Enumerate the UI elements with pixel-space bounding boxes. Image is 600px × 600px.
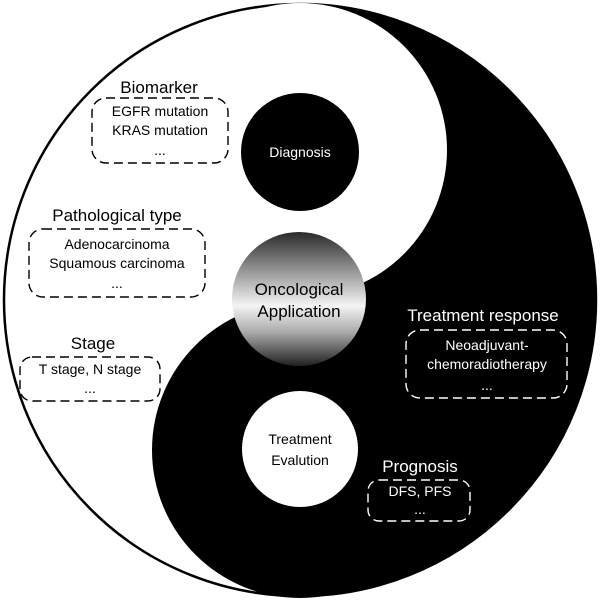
stage-item: ... (84, 380, 96, 396)
biomarker-title: Biomarker (120, 78, 198, 97)
diagnosis-node: Diagnosis (241, 93, 359, 211)
treatment-evaluation-label-line2: Evalution (271, 452, 329, 468)
pathological-type-group: Pathological type Adenocarcinoma Squamou… (28, 206, 206, 298)
biomarker-box (91, 97, 229, 164)
treatment-evaluation-node: Treatment Evalution (242, 391, 358, 507)
stage-item: T stage, N stage (39, 361, 142, 377)
stage-box (19, 356, 161, 402)
treatment-evaluation-label-line1: Treatment (268, 431, 331, 447)
center-label-line1: Oncological (255, 280, 344, 299)
treatment-response-group: Treatment response Neoadjuvant- chemorad… (405, 306, 568, 399)
biomarker-group: Biomarker EGFR mutation KRAS mutation ..… (91, 78, 229, 164)
pathological-type-box (28, 228, 206, 298)
treatment-response-item: chemoradiotherapy (427, 356, 547, 372)
biomarker-item: KRAS mutation (112, 122, 208, 138)
pathological-type-item: ... (111, 275, 123, 291)
prognosis-box (367, 479, 471, 522)
treatment-response-title: Treatment response (407, 306, 559, 325)
center-label-line2: Application (257, 302, 340, 321)
center-node: Oncological Application (232, 232, 366, 366)
center-circle (232, 232, 366, 366)
biomarker-item: ... (154, 142, 166, 158)
prognosis-item: ... (414, 501, 426, 517)
diagnosis-label: Diagnosis (269, 144, 330, 160)
stage-group: Stage T stage, N stage ... (19, 334, 161, 402)
diagnosis-circle (241, 93, 359, 211)
pathological-type-title: Pathological type (52, 206, 181, 225)
pathological-type-item: Squamous carcinoma (49, 255, 185, 271)
prognosis-item: DFS, PFS (388, 483, 451, 499)
pathological-type-item: Adenocarcinoma (64, 236, 169, 252)
treatment-evaluation-circle (242, 391, 358, 507)
biomarker-item: EGFR mutation (112, 103, 208, 119)
stage-title: Stage (71, 334, 115, 353)
prognosis-title: Prognosis (382, 457, 458, 476)
prognosis-group: Prognosis DFS, PFS ... (367, 457, 471, 522)
treatment-response-box (405, 329, 568, 399)
treatment-response-item: ... (481, 377, 493, 393)
treatment-response-item: Neoadjuvant- (445, 337, 529, 353)
